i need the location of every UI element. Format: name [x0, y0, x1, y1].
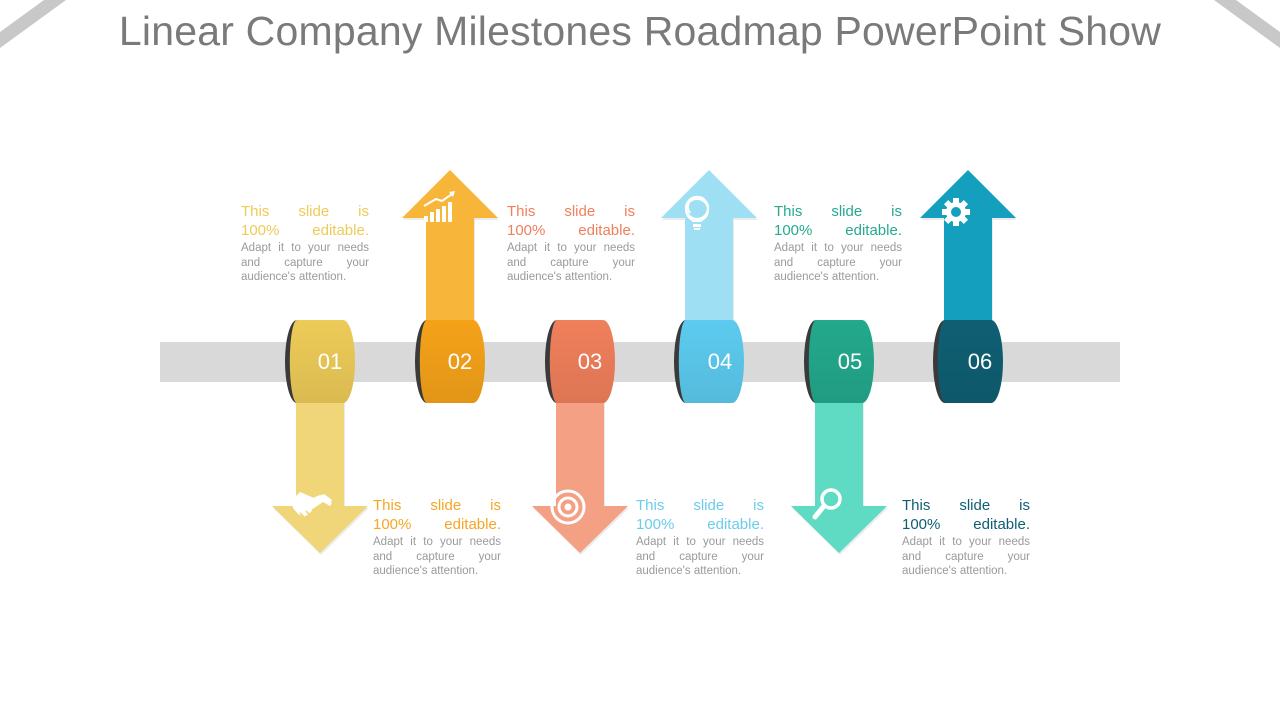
milestone-ring-01 [285, 320, 355, 403]
description-heading-line1: This slide is [507, 203, 635, 220]
ring-shading [419, 320, 485, 403]
description-heading-line2: 100% editable. [902, 516, 1030, 533]
milestone-arrow-06 [920, 170, 1016, 345]
description-heading-line1: This slide is [774, 203, 902, 220]
milestone-number-03: 03 [577, 349, 603, 374]
magnifier-icon [812, 488, 842, 520]
milestone-arrow-01 [272, 380, 368, 553]
milestone-ring-05 [804, 320, 874, 403]
milestone-ring-02 [415, 320, 485, 403]
milestone-arrow-03 [532, 380, 628, 553]
ring-shading [808, 320, 874, 403]
milestone-description-01: This slide is 100% editable. Adapt it to… [241, 202, 369, 285]
description-heading-line1: This slide is [241, 203, 369, 220]
handshake-icon [292, 492, 332, 519]
description-heading-line2: 100% editable. [636, 516, 764, 533]
milestone-ring-04 [674, 320, 744, 403]
description-body: Adapt it to your needs and capture your … [241, 242, 369, 283]
milestone-description-04: This slide is 100% editable. Adapt it to… [636, 496, 764, 579]
description-heading-line1: This slide is [636, 497, 764, 514]
milestone-arrow-02 [402, 170, 498, 345]
ring-shading [549, 320, 615, 403]
gear-icon [942, 198, 970, 226]
description-body: Adapt it to your needs and capture your … [373, 536, 501, 577]
description-heading-line2: 100% editable. [373, 516, 501, 533]
ring-shading [937, 320, 1003, 403]
growth-chart-icon [423, 191, 455, 222]
description-heading-line2: 100% editable. [774, 222, 902, 239]
milestone-description-03: This slide is 100% editable. Adapt it to… [507, 202, 635, 285]
milestone-number-06: 06 [967, 349, 993, 374]
target-icon [550, 489, 586, 525]
milestone-number-05: 05 [837, 349, 863, 374]
description-heading-line1: This slide is [902, 497, 1030, 514]
milestone-ring-06 [933, 320, 1003, 403]
description-body: Adapt it to your needs and capture your … [507, 242, 635, 283]
milestone-number-01: 01 [317, 349, 343, 374]
description-heading-line2: 100% editable. [241, 222, 369, 239]
milestone-number-02: 02 [447, 349, 473, 374]
description-heading-line2: 100% editable. [507, 222, 635, 239]
milestone-description-06: This slide is 100% editable. Adapt it to… [902, 496, 1030, 579]
milestone-ring-03 [545, 320, 615, 403]
corner-decoration-right [1214, 0, 1280, 48]
description-body: Adapt it to your needs and capture your … [902, 536, 1030, 577]
milestone-number-04: 04 [707, 349, 733, 374]
description-body: Adapt it to your needs and capture your … [774, 242, 902, 283]
milestone-description-05: This slide is 100% editable. Adapt it to… [774, 202, 902, 285]
ring-shading [678, 320, 744, 403]
description-body: Adapt it to your needs and capture your … [636, 536, 764, 577]
ring-shading [289, 320, 355, 403]
milestone-arrow-04 [661, 170, 757, 345]
milestone-description-02: This slide is 100% editable. Adapt it to… [373, 496, 501, 579]
description-heading-line1: This slide is [373, 497, 501, 514]
lightbulb-icon [684, 195, 710, 230]
slide-title: Linear Company Milestones Roadmap PowerP… [118, 8, 1162, 54]
milestone-arrow-05 [791, 380, 887, 553]
corner-decoration-left [0, 0, 66, 48]
